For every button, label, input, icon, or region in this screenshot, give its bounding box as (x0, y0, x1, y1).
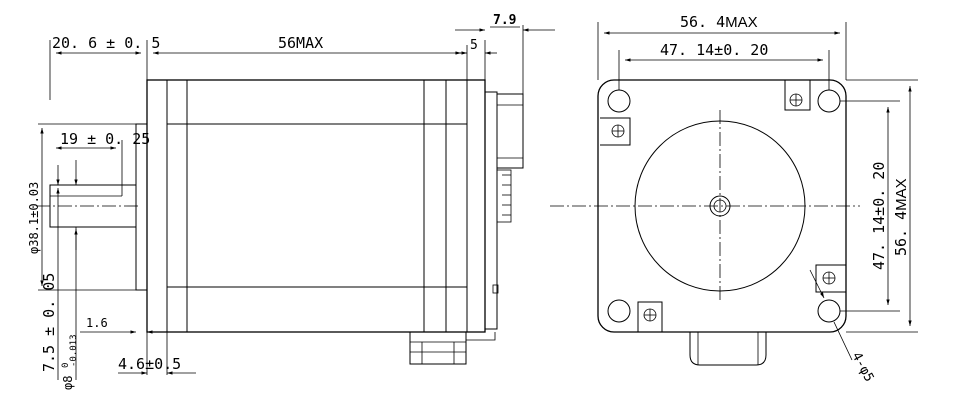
dim-shaft-tol-upper: 0 (61, 363, 71, 368)
mount-hole (817, 299, 841, 323)
cable-gland (409, 332, 467, 365)
dim-hole-diameter-label: 4-φ5 (848, 350, 876, 385)
dim-shaft-flat-label: 19 ± 0. 25 (60, 130, 150, 148)
dim-flange-thickness-label: 4.6±0.5 (118, 355, 181, 373)
front-cable-gland (689, 332, 767, 366)
front-view: 56. 4MAX 47. 14±0. 20 56. 4MAX 47. 14±0.… (550, 13, 918, 385)
motor-body (146, 79, 486, 333)
dim-overall-width-label: 56. 4MAX (680, 13, 758, 31)
dim-boss-7-5-label: 7.5 ± 0. 05 (40, 273, 58, 372)
dim-hole-spacing-vertical-label: 47. 14±0. 20 (870, 162, 888, 270)
dim-overall-height-label: 56. 4MAX (892, 178, 910, 256)
dim-rear-7-9-label: 7.9 (493, 13, 516, 28)
front-boss (135, 123, 148, 291)
rear-connector (496, 93, 524, 169)
mount-hole (607, 89, 631, 113)
dim-shaft-tol-lower: -0.013 (69, 334, 79, 367)
side-view: 20. 6 ± 0. 5 56MAX 5 7.9 19 ± 0. 25 φ38.… (27, 13, 555, 390)
dim-boss-height-label: 1.6 (86, 316, 108, 330)
dim-rear-5-label: 5 (470, 38, 478, 53)
dim-hole-spacing-horizontal-label: 47. 14±0. 20 (660, 41, 768, 59)
dim-body-length-label: 56MAX (278, 34, 323, 52)
mount-hole (817, 89, 841, 113)
dim-shaft-length-label: 20. 6 ± 0. 5 (52, 34, 160, 52)
mount-hole (607, 299, 631, 323)
dim-boss-diameter-label: φ38.1±0.03 (27, 182, 41, 254)
dim-shaft-diameter-label: φ8 (61, 376, 75, 390)
